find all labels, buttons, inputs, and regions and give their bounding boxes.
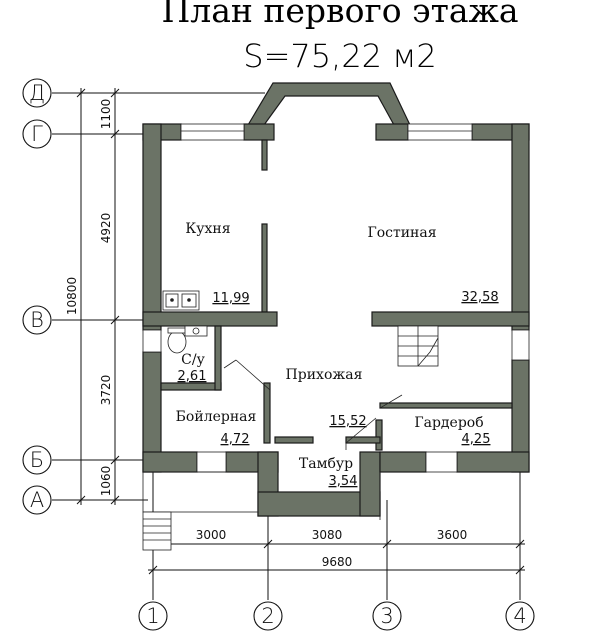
dim-left-4: 1060 <box>99 466 113 497</box>
room-label-living: Гостиная <box>367 225 436 241</box>
plan-title: План первого этажа <box>161 0 518 30</box>
bottom-dimension-lines <box>148 470 525 600</box>
svg-text:В: В <box>30 308 44 332</box>
axis-bubble-G: Г <box>22 119 52 149</box>
svg-text:Б: Б <box>30 448 44 472</box>
dim-left-total: 10800 <box>65 277 79 315</box>
dim-bottom-3: 3600 <box>437 528 468 542</box>
svg-text:2: 2 <box>261 604 274 628</box>
svg-text:1: 1 <box>146 604 159 628</box>
axis-bubble-2: 2 <box>253 601 283 631</box>
dim-bottom-1: 3000 <box>196 528 227 542</box>
room-area-wardrobe: 4,25 <box>462 432 491 447</box>
axis-bubble-4: 4 <box>505 601 535 631</box>
svg-text:Г: Г <box>31 122 43 146</box>
dim-left-3: 3720 <box>99 375 113 406</box>
kitchen-sink-icon <box>162 290 200 311</box>
axis-bubble-3: 3 <box>372 601 402 631</box>
room-area-living: 32,58 <box>461 290 498 305</box>
door-swings <box>223 140 403 450</box>
svg-text:А: А <box>30 488 44 512</box>
toilet-icon <box>167 327 187 354</box>
svg-text:3: 3 <box>380 604 393 628</box>
room-area-vestibule: 3,54 <box>329 474 358 489</box>
room-area-hall: 15,52 <box>329 414 366 429</box>
dim-bottom-total: 9680 <box>322 555 353 569</box>
room-label-wardrobe: Гардероб <box>414 415 483 431</box>
svg-text:4: 4 <box>513 604 526 628</box>
room-area-kitchen: 11,99 <box>212 291 249 306</box>
room-label-kitchen: Кухня <box>185 221 230 237</box>
dim-bottom-2: 3080 <box>312 528 343 542</box>
room-label-vestibule: Тамбур <box>299 456 353 472</box>
axis-bubble-A: А <box>22 485 52 515</box>
axis-bubble-V: В <box>22 305 52 335</box>
dim-left-1: 1100 <box>99 99 113 130</box>
left-dimension-lines <box>52 88 265 505</box>
svg-text:Д: Д <box>29 81 45 105</box>
plan-area-subtitle: S=75,22 м2 <box>243 37 436 75</box>
staircase <box>397 325 439 367</box>
washbasin-icon <box>184 325 208 337</box>
axis-bubble-B: Б <box>22 445 52 475</box>
porch-steps <box>142 471 381 551</box>
room-area-wc: 2,61 <box>178 369 207 384</box>
room-label-boiler: Бойлерная <box>176 409 257 425</box>
walls <box>142 82 530 517</box>
axis-bubble-1: 1 <box>138 601 168 631</box>
axis-bubble-D: Д <box>22 78 52 108</box>
windows <box>142 123 530 473</box>
room-label-wc: С/у <box>181 352 205 368</box>
dim-left-2: 4920 <box>99 213 113 244</box>
room-area-boiler: 4,72 <box>221 432 250 447</box>
room-label-hall: Прихожая <box>286 367 363 383</box>
